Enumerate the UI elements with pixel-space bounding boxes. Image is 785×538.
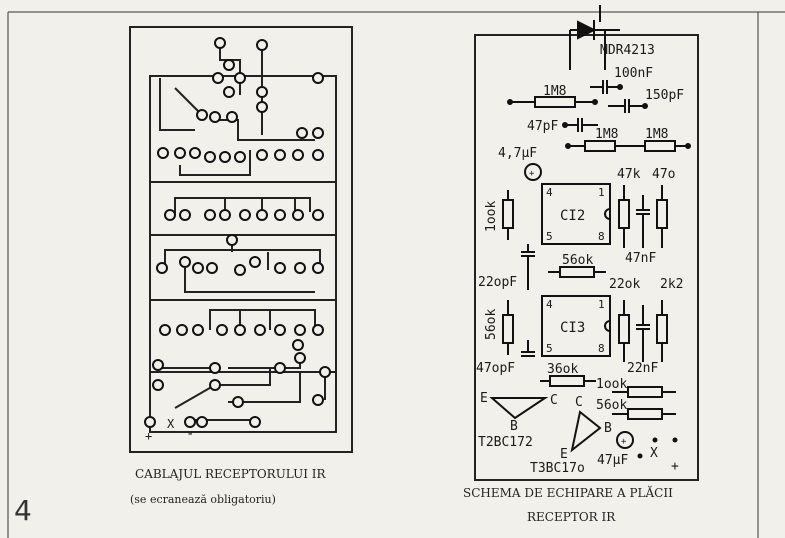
svg-text:+: + bbox=[529, 169, 535, 179]
t2-pin-e: E bbox=[480, 391, 488, 406]
ic2-pin4: 4 bbox=[546, 186, 553, 199]
ic3-pin5: 5 bbox=[546, 342, 553, 355]
res-100k-b-label: 1ook bbox=[596, 377, 627, 392]
t3-symbol bbox=[570, 410, 602, 453]
t3-label: T3BC17o bbox=[530, 461, 585, 476]
ic2-label: CI2 bbox=[560, 208, 585, 224]
component-layout: MDR4213 100nF 1M8 150pF 47pF 1M8 1M8 4,7… bbox=[474, 5, 699, 481]
right-caption-line2: RECEPTOR IR bbox=[527, 510, 616, 524]
ic3-pin8: 8 bbox=[598, 342, 605, 355]
t2-pin-b: B bbox=[510, 419, 518, 434]
cap-220pf-label: 22opF bbox=[478, 275, 517, 290]
cap-22nf-label: 22nF bbox=[627, 361, 658, 376]
t3-pin-b: B bbox=[604, 421, 612, 436]
pcb-plus-label: + bbox=[145, 429, 152, 443]
ic3-body bbox=[541, 295, 611, 357]
cap-47pf-label: 47pF bbox=[527, 119, 558, 134]
figure-number: 4 bbox=[14, 494, 32, 527]
figure-frame bbox=[7, 11, 785, 538]
res-560k-b-label: 56ok bbox=[596, 398, 627, 413]
res-1m8-top-label: 1M8 bbox=[543, 84, 566, 99]
ic2-pin1: 1 bbox=[598, 186, 605, 199]
res-100k-label: 1ook bbox=[484, 201, 499, 232]
ic2-pin5: 5 bbox=[546, 230, 553, 243]
res-560k-mid-label: 56ok bbox=[562, 253, 593, 268]
left-caption: CABLAJUL RECEPTORULUI IR bbox=[135, 467, 327, 481]
cap-47uf-label: 47µF bbox=[597, 453, 628, 468]
pcb-layout: + X - bbox=[129, 26, 353, 453]
res-1m8-b-label: 1M8 bbox=[645, 127, 668, 142]
svg-text:+: + bbox=[621, 437, 627, 447]
pcb-x-label: X bbox=[167, 417, 175, 431]
cap-150pf-label: 150pF bbox=[645, 88, 684, 103]
res-2k2-label: 2k2 bbox=[660, 277, 683, 292]
cap-100nf-label: 100nF bbox=[614, 66, 653, 81]
t2-symbol bbox=[489, 397, 549, 420]
plus-terminal-label: + bbox=[671, 459, 679, 474]
cap-4-7uf-label: 4,7µF bbox=[498, 146, 537, 161]
right-caption-line1: SCHEMA DE ECHIPARE A PLĂCII bbox=[463, 485, 673, 500]
ic3-pin4: 4 bbox=[546, 298, 553, 311]
t2-label: T2BC172 bbox=[478, 435, 533, 450]
diode-symbol bbox=[569, 5, 620, 70]
t2-pin-c: C bbox=[550, 393, 558, 408]
x-terminal-label: X bbox=[650, 446, 658, 461]
cap-47nf-label: 47nF bbox=[625, 251, 656, 266]
res-1m8-a-label: 1M8 bbox=[595, 127, 618, 142]
ic3-pin1: 1 bbox=[598, 298, 605, 311]
res-470-label: 47o bbox=[652, 167, 675, 182]
res-560k-left-label: 56ok bbox=[484, 309, 499, 340]
ic2-pin8: 8 bbox=[598, 230, 605, 243]
res-47k-label: 47k bbox=[617, 167, 641, 182]
cap-470pf-label: 47opF bbox=[476, 361, 515, 376]
res-220k-label: 22ok bbox=[609, 277, 640, 292]
diode-label: MDR4213 bbox=[600, 43, 655, 58]
t3-pin-e: E bbox=[560, 447, 568, 462]
t3-pin-c: C bbox=[575, 395, 583, 410]
pcb-minus-label: - bbox=[186, 426, 194, 442]
ic2-body bbox=[541, 183, 611, 245]
ic3-label: CI3 bbox=[560, 320, 585, 336]
res-360k-label: 36ok bbox=[547, 362, 578, 377]
left-subcaption: (se ecranează obligatoriu) bbox=[130, 493, 276, 506]
